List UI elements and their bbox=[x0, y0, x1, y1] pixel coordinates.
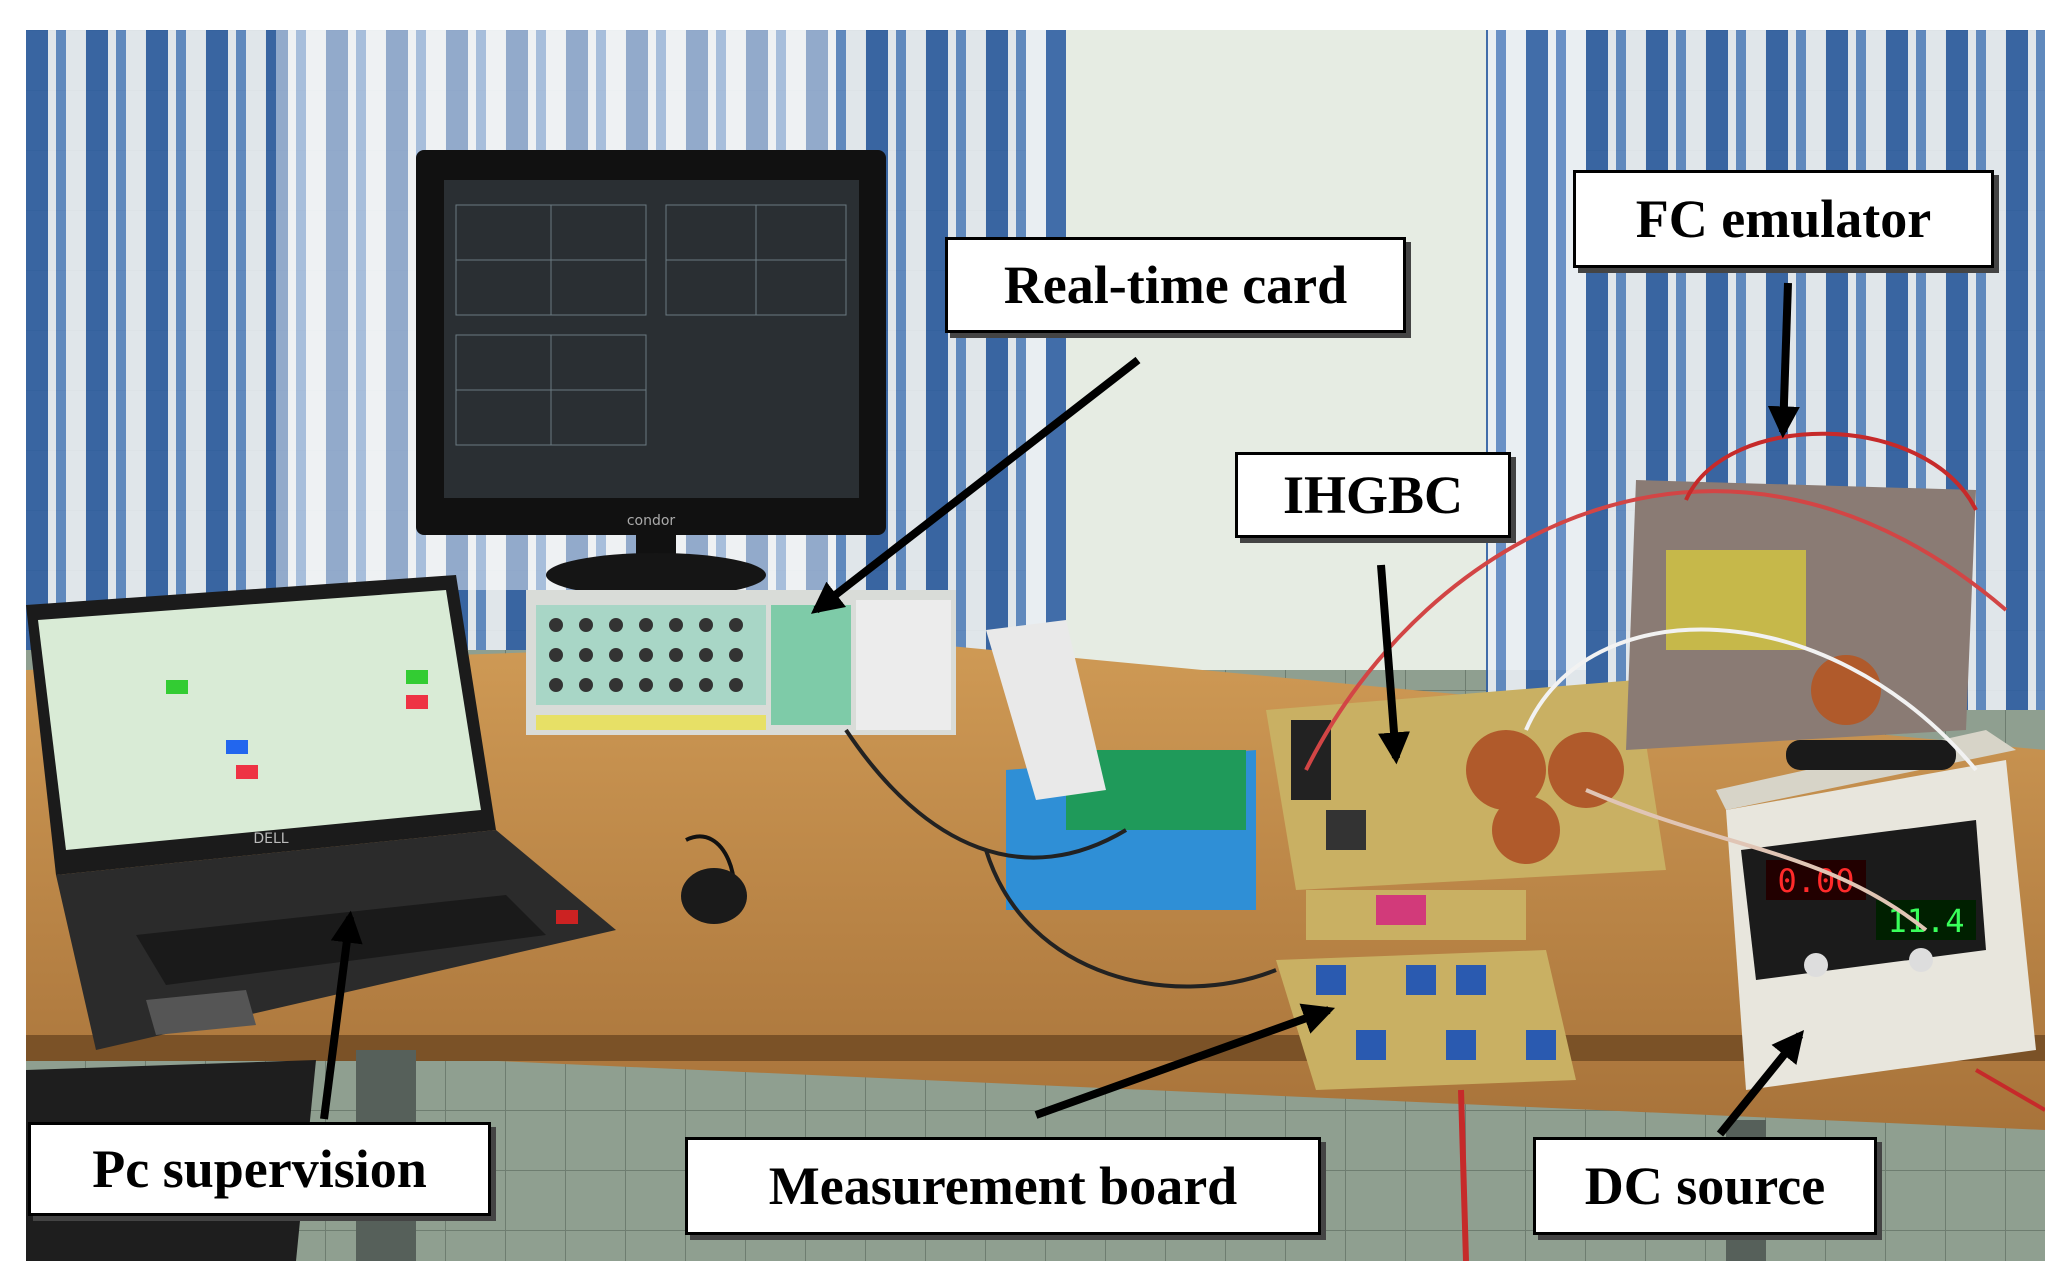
monitor: condor bbox=[416, 150, 886, 597]
label-fc-emulator: FC emulator bbox=[1573, 170, 1994, 268]
laptop-brand: DELL bbox=[253, 831, 288, 847]
label-real-time-card: Real-time card bbox=[945, 237, 1406, 333]
label-measurement-board: Measurement board bbox=[685, 1137, 1321, 1235]
real-time-card bbox=[526, 590, 956, 735]
mouse bbox=[681, 868, 747, 924]
label-ihgbc: IHGBC bbox=[1235, 452, 1511, 538]
measurement-board bbox=[1276, 950, 1576, 1261]
annotation-arrows bbox=[320, 282, 1805, 1137]
arrow-icon bbox=[810, 356, 1141, 614]
arrow-icon bbox=[1377, 564, 1410, 765]
label-pc-supervision: Pc supervision bbox=[28, 1122, 491, 1216]
monitor-brand: condor bbox=[627, 513, 676, 529]
dc-source: 0.00 11.4 bbox=[1716, 730, 2036, 1090]
arrow-icon bbox=[1767, 282, 1800, 439]
converter-board bbox=[1266, 680, 1666, 940]
label-dc-source: DC source bbox=[1533, 1137, 1877, 1235]
fc-emulator bbox=[1626, 480, 1976, 750]
arrow-icon bbox=[1034, 1003, 1336, 1119]
cables bbox=[685, 431, 2045, 1112]
terminal-board bbox=[986, 620, 1256, 910]
dc-display-right: 11.4 bbox=[1887, 902, 1964, 940]
arrow-icon bbox=[1716, 1030, 1805, 1137]
arrow-icon bbox=[320, 910, 363, 1120]
